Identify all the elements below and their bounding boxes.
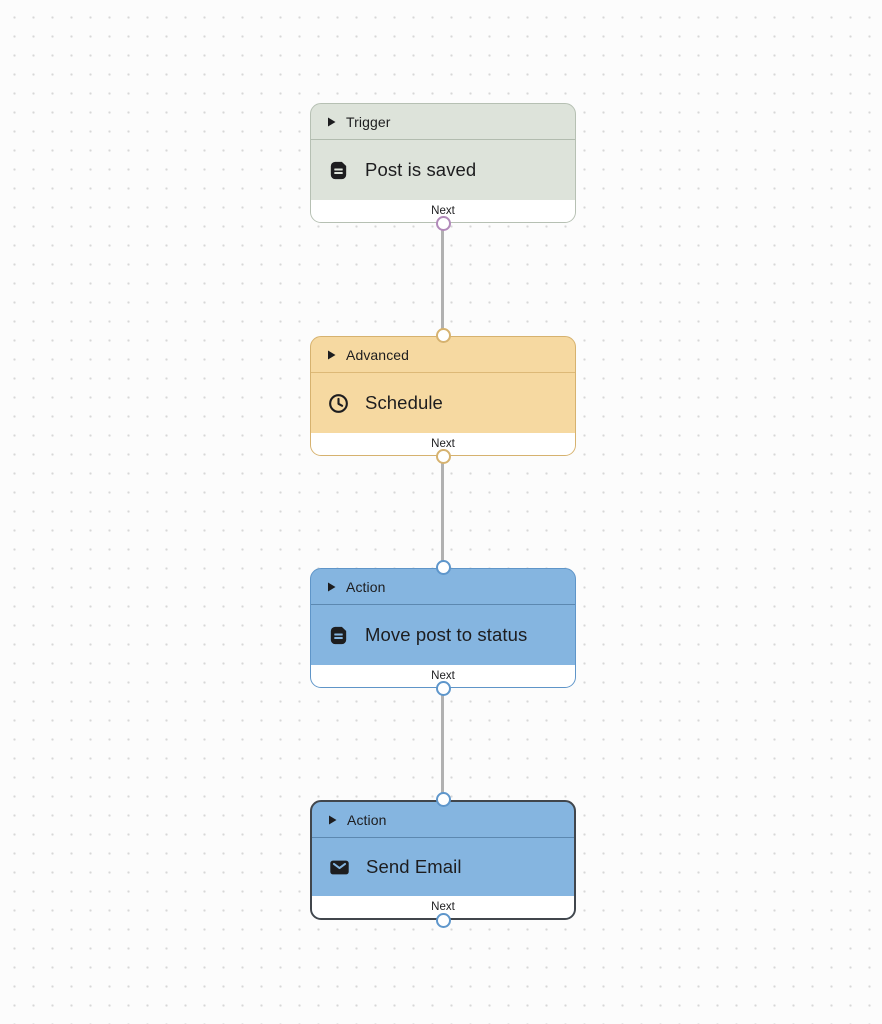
collapse-triangle-icon[interactable] — [328, 815, 337, 825]
collapse-triangle-icon[interactable] — [327, 350, 336, 360]
node-box: Action Move post to status Next — [310, 568, 576, 688]
node-category-label: Advanced — [346, 346, 410, 363]
document-icon — [327, 624, 350, 647]
node-box: Action Send Email Next — [310, 800, 576, 920]
node-footer: Next — [311, 665, 575, 687]
node-footer: Next — [311, 200, 575, 222]
node-trigger-post-is-saved[interactable]: Trigger Post is saved Next — [310, 103, 576, 231]
node-action-send-email[interactable]: Action Send Email Next — [310, 792, 576, 928]
node-title: Post is saved — [365, 159, 477, 180]
node-header: Trigger — [311, 104, 575, 140]
node-body: Schedule — [311, 373, 575, 433]
node-category-label: Action — [346, 578, 386, 595]
node-title: Send Email — [366, 856, 462, 877]
connector-edge — [441, 456, 444, 568]
node-box: Advanced Schedule Next — [310, 336, 576, 456]
output-port[interactable] — [435, 913, 451, 928]
output-port[interactable] — [435, 449, 451, 464]
node-header: Advanced — [311, 337, 575, 373]
input-port[interactable] — [435, 560, 451, 575]
node-title: Schedule — [365, 392, 443, 413]
node-category-label: Action — [347, 811, 387, 828]
collapse-triangle-icon[interactable] — [327, 582, 336, 592]
node-body: Post is saved — [311, 140, 575, 200]
next-label: Next — [431, 438, 455, 450]
connector-edge — [441, 688, 444, 800]
node-footer: Next — [312, 896, 574, 918]
envelope-icon — [328, 856, 351, 879]
output-port[interactable] — [435, 681, 451, 696]
next-label: Next — [431, 670, 455, 682]
node-action-move-post-to-status[interactable]: Action Move post to status Next — [310, 560, 576, 696]
node-body: Send Email — [312, 838, 574, 896]
next-label: Next — [431, 901, 455, 913]
node-title: Move post to status — [365, 624, 528, 645]
node-advanced-schedule[interactable]: Advanced Schedule Next — [310, 328, 576, 464]
node-header: Action — [312, 802, 574, 838]
node-footer: Next — [311, 433, 575, 455]
output-port[interactable] — [435, 216, 451, 231]
node-box: Trigger Post is saved Next — [310, 103, 576, 223]
next-label: Next — [431, 205, 455, 217]
connector-edge — [441, 223, 444, 336]
node-category-label: Trigger — [346, 113, 391, 130]
clock-icon — [327, 392, 350, 415]
collapse-triangle-icon[interactable] — [327, 117, 336, 127]
node-body: Move post to status — [311, 605, 575, 665]
input-port[interactable] — [435, 328, 451, 343]
input-port[interactable] — [435, 792, 451, 807]
node-header: Action — [311, 569, 575, 605]
document-icon — [327, 159, 350, 182]
